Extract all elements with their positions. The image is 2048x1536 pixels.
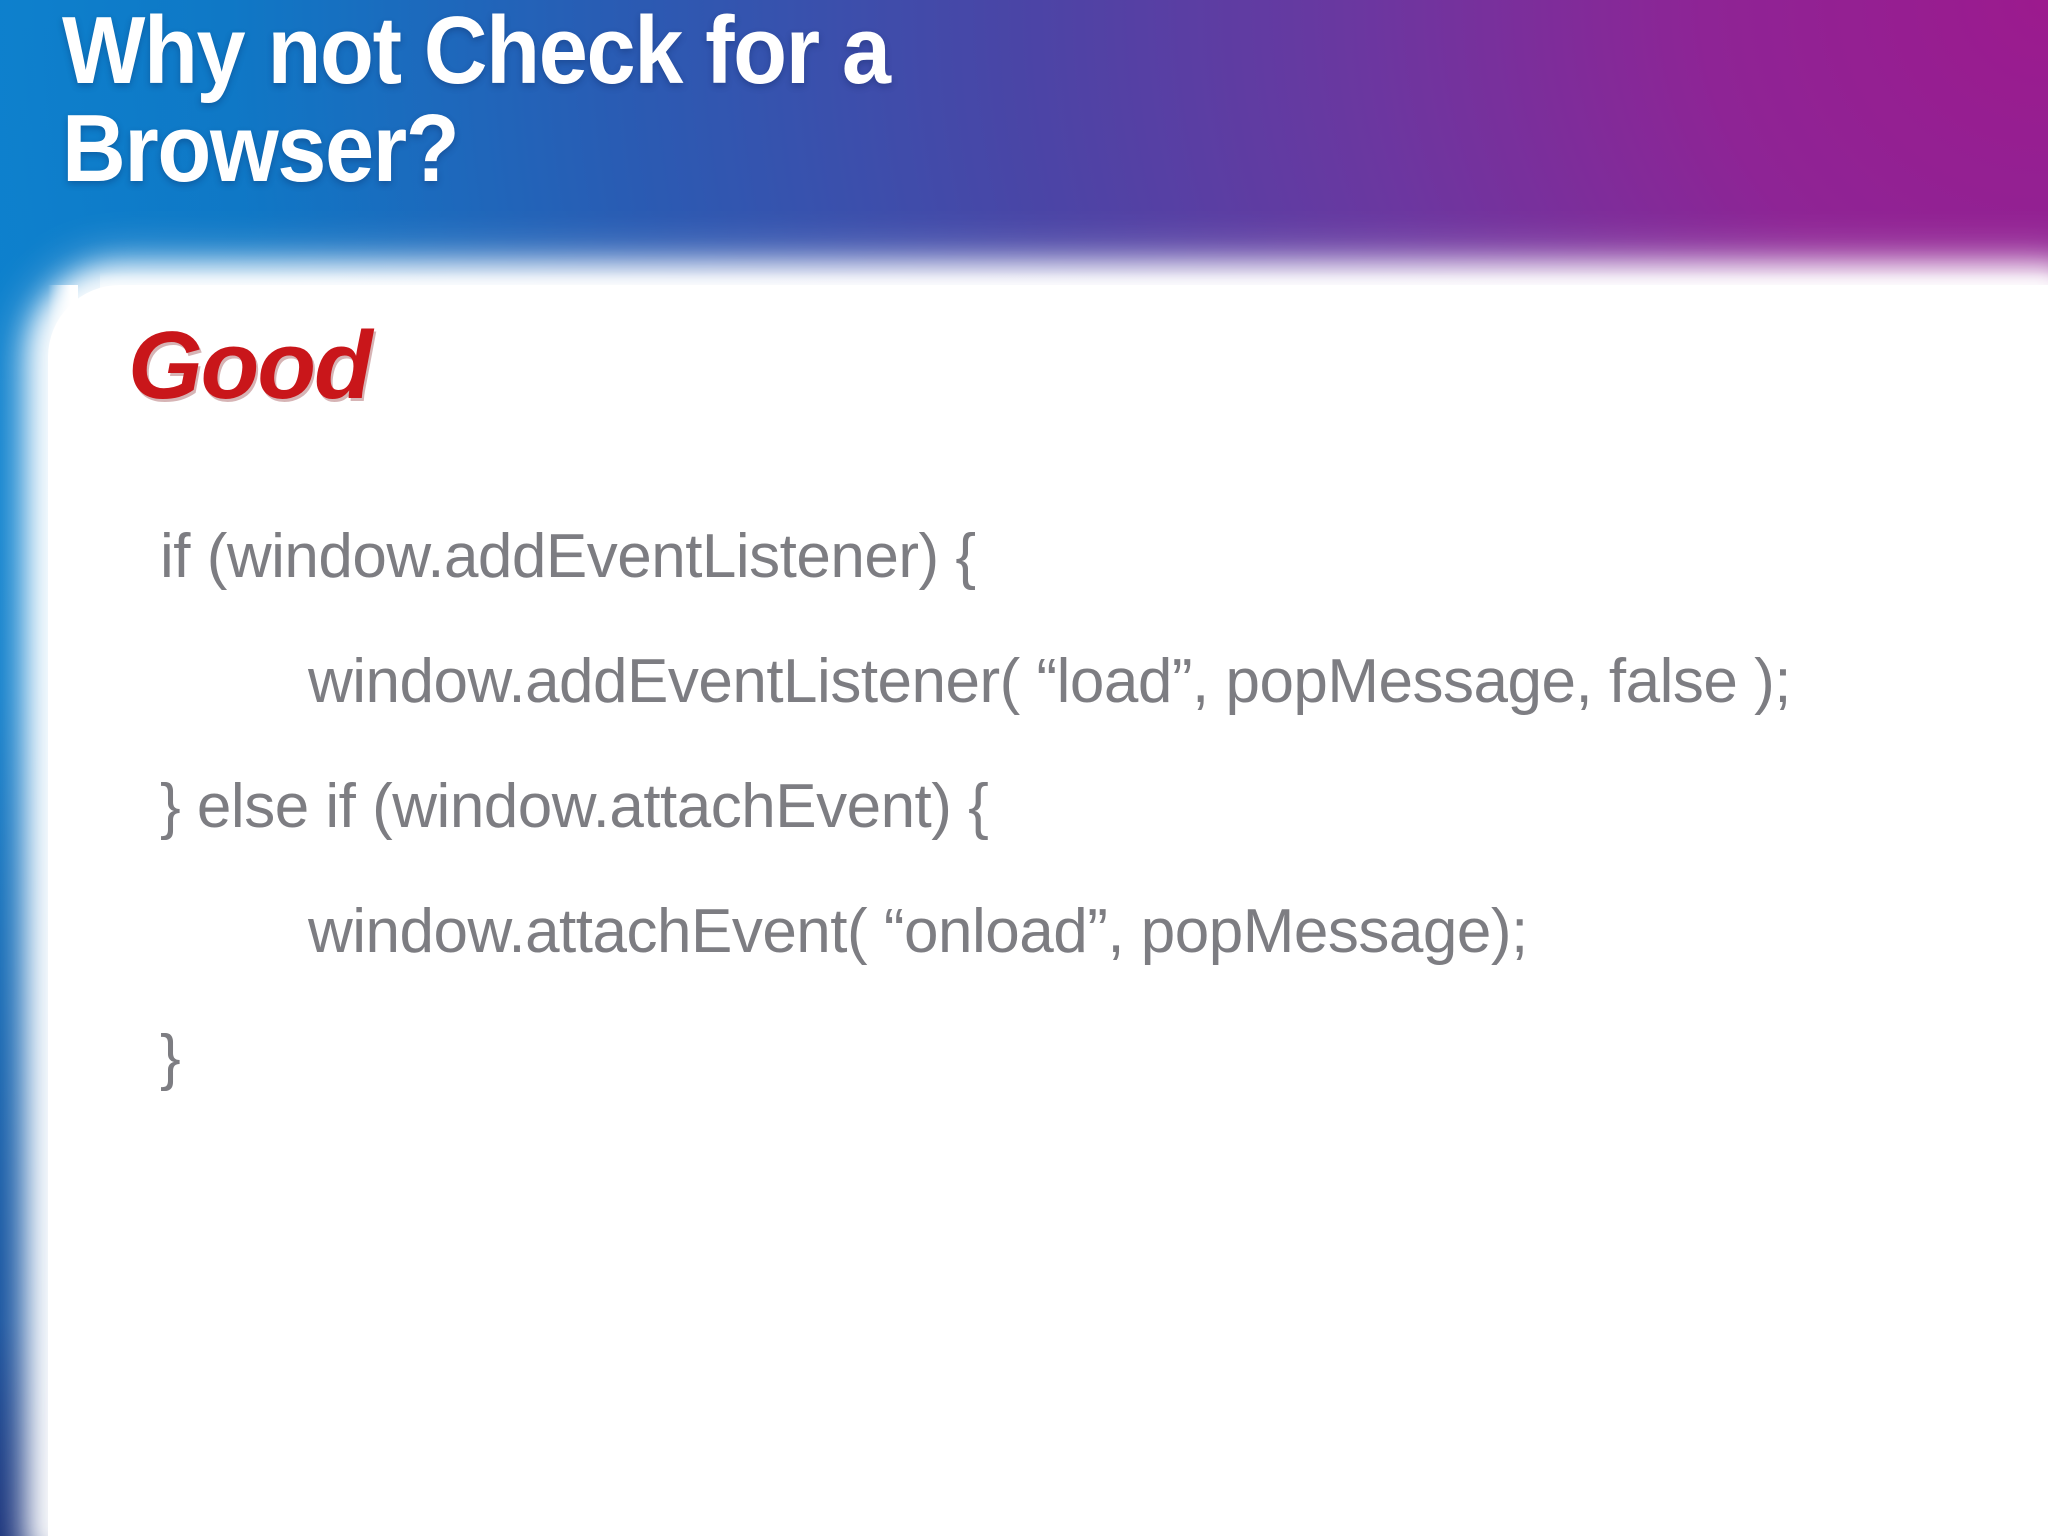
content-card [48, 285, 2048, 1536]
code-line: window.attachEvent( “onload”, popMessage… [308, 897, 1528, 967]
code-line: } else if (window.attachEvent) { [160, 772, 989, 842]
good-example-label: Good [128, 312, 373, 419]
code-line: if (window.addEventListener) { [160, 522, 976, 591]
code-block: if (window.addEventListener) { window.ad… [160, 520, 1920, 1094]
code-line: } [160, 1022, 181, 1092]
slide-title: Why not Check for a Browser? [62, 0, 891, 202]
code-line: window.addEventListener( “load”, popMess… [308, 647, 1792, 717]
